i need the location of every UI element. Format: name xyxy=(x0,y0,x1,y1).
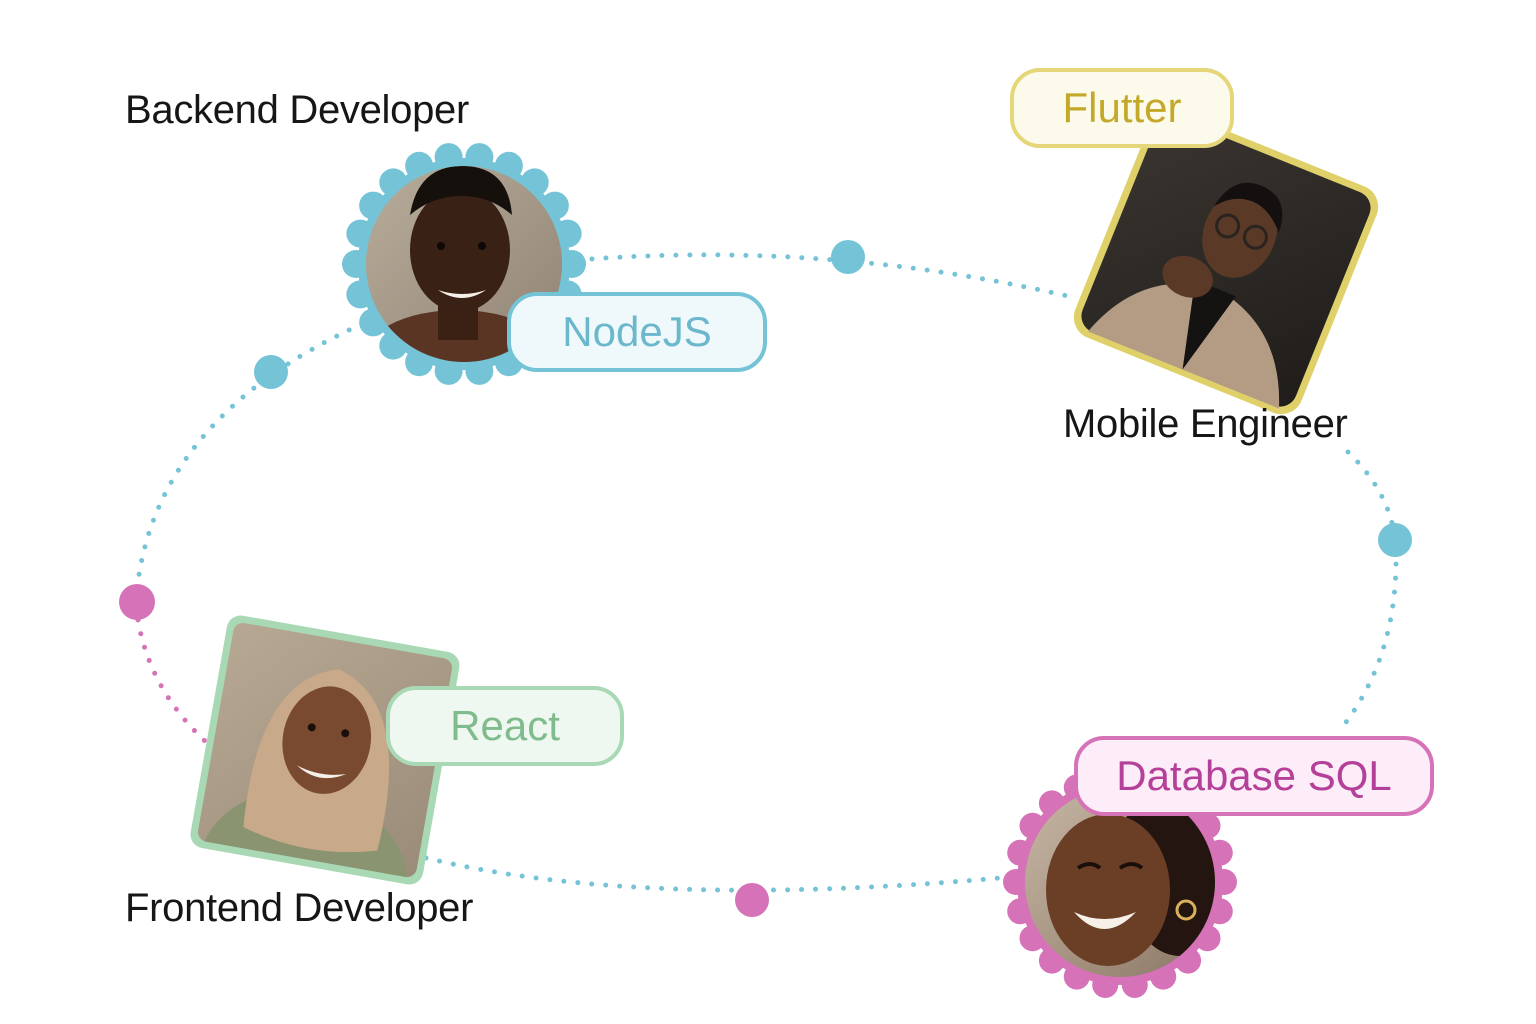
connector-node-top xyxy=(831,240,865,274)
skill-pill-flutter: Flutter xyxy=(1010,68,1234,148)
connector-frontend-database xyxy=(423,855,1003,893)
backend-role-label: Backend Developer xyxy=(125,88,470,132)
connector-backend-mobile xyxy=(575,252,1079,301)
mobile-avatar xyxy=(1073,109,1379,415)
connector-ring xyxy=(133,252,1399,893)
frontend-role-label: Frontend Developer xyxy=(125,886,474,930)
connector-node-left xyxy=(119,584,155,620)
skill-pill-react: React xyxy=(386,686,624,766)
connector-node-upper-left xyxy=(254,355,288,389)
skill-pill-nodejs: NodeJS xyxy=(507,292,767,372)
connector-backend-left xyxy=(133,321,365,603)
skill-pill-database-sql: Database SQL xyxy=(1074,736,1434,816)
connector-left-frontend xyxy=(135,617,209,745)
mobile-role-label: Mobile Engineer xyxy=(1063,402,1348,446)
connector-mobile-right xyxy=(1337,449,1399,733)
connector-node-right xyxy=(1378,523,1412,557)
frontend-avatar xyxy=(190,615,460,885)
connector-node-bottom xyxy=(735,883,769,917)
